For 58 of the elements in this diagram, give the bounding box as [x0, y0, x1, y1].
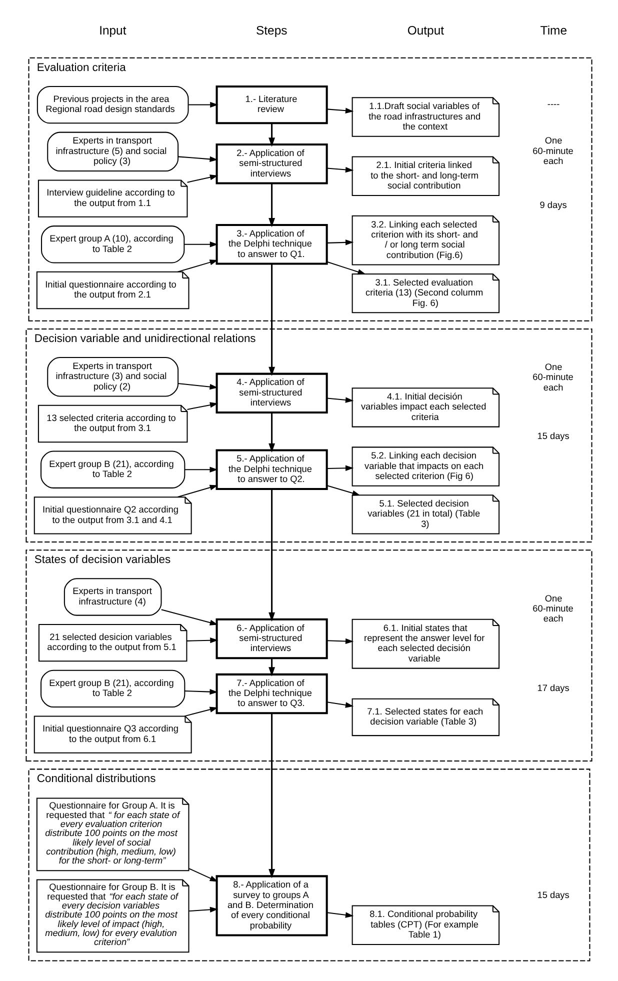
node-box: Previous projects in the area Regional road design standards — [36, 85, 189, 124]
label: Steps — [256, 23, 288, 38]
arrow — [187, 174, 218, 182]
arrow — [188, 101, 218, 108]
node-box: 5.- Application of the Delphi technique to answer to Q2. — [216, 448, 328, 490]
arrow — [268, 712, 276, 878]
arrow — [327, 484, 360, 496]
node-box: 3.- Application of the Delphi technique to answer to Q1. — [216, 224, 328, 264]
arrow — [184, 466, 218, 472]
arrow — [189, 906, 218, 912]
label: 15 days — [537, 430, 570, 441]
node-box: Expert group B (21), according to Table 2 — [40, 450, 186, 488]
arrow — [178, 382, 218, 390]
node-box: Experts in transport infrastructure (5) and social policy (3) — [47, 131, 179, 172]
arrow — [186, 636, 218, 643]
arrow — [327, 701, 354, 708]
arrow — [161, 608, 218, 625]
node-box: Experts in transport infrastructure (4) — [64, 578, 162, 616]
arrow — [327, 464, 354, 470]
label: One 60-minute each — [532, 135, 574, 166]
node-box: 7.- Application of the Delphi technique to answer to Q3. — [216, 672, 328, 714]
label: 17 days — [537, 682, 570, 692]
arrow — [268, 658, 276, 676]
node-box: 8.- Application of a survey to groups A and B. Determination of every conditional probability — [216, 874, 328, 936]
arrow — [327, 912, 354, 918]
arrow — [268, 122, 276, 146]
arrow — [188, 868, 218, 882]
arrow — [327, 396, 354, 402]
arrow — [327, 239, 354, 245]
label: 15 days — [537, 889, 570, 900]
node-box: 6.- Application of semi-structured interviews — [216, 618, 328, 659]
arrow — [187, 402, 218, 410]
node-box: Expert group B (21), according to Table 2 — [40, 669, 186, 708]
node-box: Expert group A (10), according to Table 2 — [41, 225, 185, 263]
node-box: 2.- Application of semi-structured interviews — [216, 143, 328, 184]
node-box: 4.- Application of semi-structured interviews — [216, 372, 328, 414]
arrow — [268, 488, 276, 622]
label: One 60-minute each — [532, 361, 574, 392]
arrow — [178, 156, 218, 162]
label: ---- — [547, 98, 560, 109]
arrow — [327, 260, 366, 274]
arrow — [327, 166, 354, 172]
label: Output — [407, 23, 444, 38]
label: One 60-minute each — [532, 592, 574, 624]
arrow — [327, 107, 354, 113]
arrow — [268, 264, 276, 376]
arrow — [268, 182, 276, 227]
node-box: 1.- Literature review — [216, 84, 328, 124]
label: Input — [99, 23, 126, 38]
arrow — [327, 638, 354, 644]
arrow — [178, 259, 218, 272]
label: 9 days — [540, 199, 567, 210]
arrow — [184, 241, 218, 247]
node-box: Experts in transport infrastructure (3) and social policy (2) — [47, 356, 179, 396]
arrow — [184, 706, 218, 716]
label: Time — [540, 23, 568, 38]
arrow — [268, 412, 276, 452]
arrow — [184, 688, 218, 694]
